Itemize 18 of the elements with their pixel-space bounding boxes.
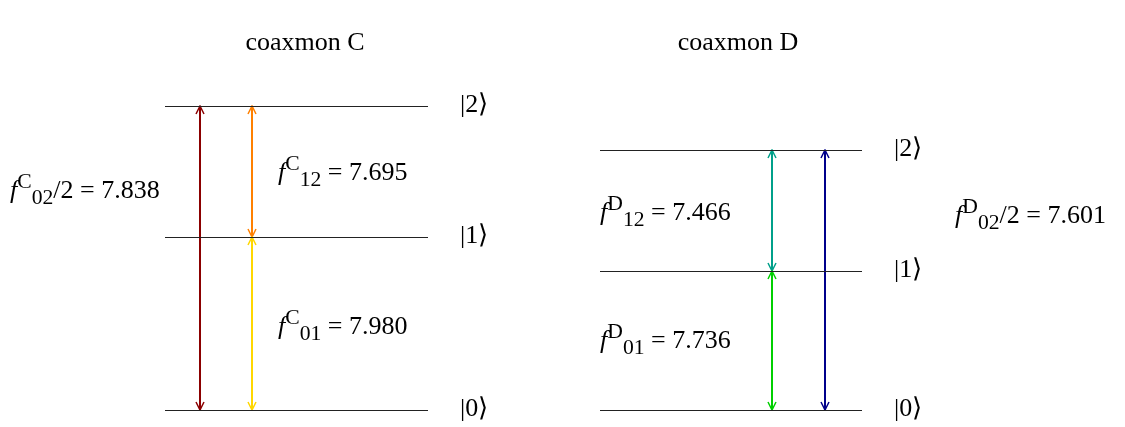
transition-arrow (195, 105, 205, 411)
transition-arrow (247, 105, 257, 238)
transition-arrow (247, 236, 257, 411)
state-label: |0⟩ (460, 394, 489, 423)
transition-arrow (767, 149, 777, 272)
state-label: |1⟩ (894, 255, 923, 284)
transition-arrow (767, 270, 777, 411)
energy-level-line (600, 410, 862, 411)
state-label: |0⟩ (894, 394, 923, 423)
transition-arrow (820, 149, 830, 411)
energy-level-line (165, 410, 428, 411)
state-label: |1⟩ (460, 221, 489, 250)
energy-level-line (165, 237, 428, 238)
energy-level-line (165, 106, 428, 107)
energy-level-line (600, 271, 862, 272)
state-label: |2⟩ (894, 134, 923, 163)
energy-level-line (600, 150, 862, 151)
state-label: |2⟩ (460, 90, 489, 119)
